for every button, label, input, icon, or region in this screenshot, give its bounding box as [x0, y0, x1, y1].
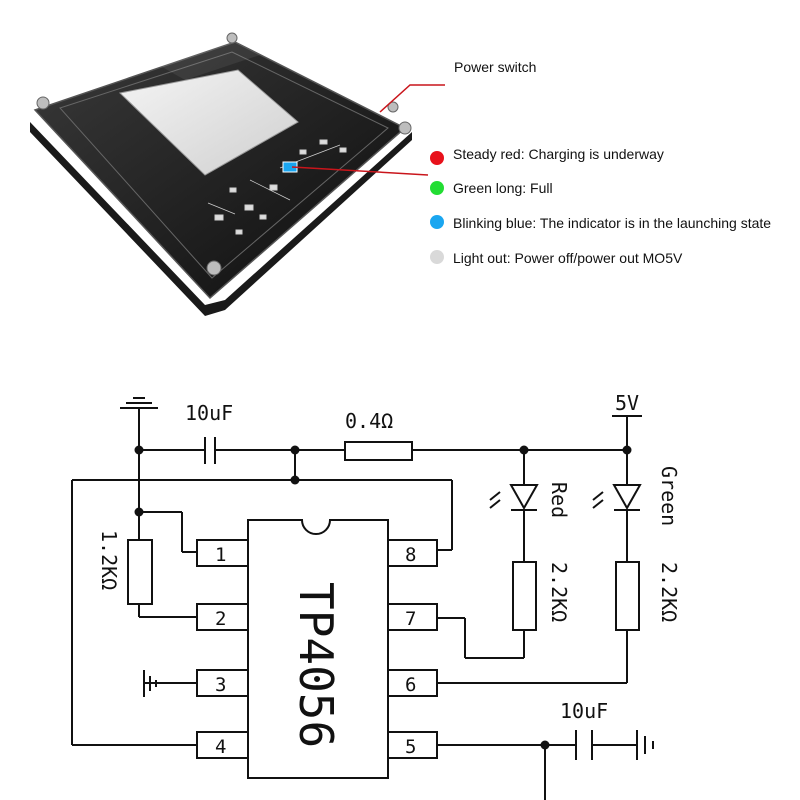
schematic: [71, 397, 654, 800]
ic-label: TP4056: [289, 582, 343, 748]
ic-body: [247, 519, 389, 779]
legend-swatch: [430, 250, 444, 264]
res-prog-label: 1.2KΩ: [97, 530, 121, 590]
pcb-components: [207, 139, 347, 235]
led-red-symbol: [489, 484, 539, 511]
legend-label: Steady red: Charging is underway: [453, 146, 664, 162]
legend-swatch: [430, 181, 444, 195]
capacitor-top: [204, 437, 216, 464]
device-photo: [30, 32, 412, 316]
led-green-label: Green: [657, 466, 681, 526]
capacitor-bottom: [575, 730, 593, 760]
pin-number: 6: [405, 674, 416, 696]
resistor-red: [512, 561, 537, 631]
resistor-green: [615, 561, 640, 631]
screws: [36, 32, 412, 276]
legend-swatch: [430, 151, 444, 165]
indicator-leader: [291, 166, 429, 176]
device-top-plate: [59, 51, 389, 279]
legend-label: Green long: Full: [453, 180, 553, 196]
indicator-legend: Steady red: Charging is underway Green l…: [430, 146, 771, 266]
ground-symbol-pin3: [143, 670, 197, 697]
pin-number: 4: [215, 736, 226, 758]
pin-number: 5: [405, 736, 416, 758]
led-red-label: Red: [547, 482, 571, 518]
pin-number: 8: [405, 544, 416, 566]
resistor-prog: [127, 539, 153, 605]
glare: [150, 42, 260, 80]
pin-number: 3: [215, 674, 226, 696]
junctions: [134, 445, 632, 750]
res-green-label: 2.2KΩ: [657, 562, 681, 622]
power-switch-label: Power switch: [454, 59, 536, 75]
resistor-sense: [344, 441, 413, 461]
pin-number: 1: [215, 544, 226, 566]
res-sense-label: 0.4Ω: [345, 409, 393, 433]
pin-boxes: [196, 539, 438, 759]
legend-swatch: [430, 215, 444, 229]
cap-bottom-label: 10uF: [560, 699, 608, 723]
supply-label: 5V: [615, 391, 639, 415]
res-red-label: 2.2KΩ: [547, 562, 571, 622]
ground-symbol-bottom: [636, 730, 654, 760]
device-screen: [118, 69, 299, 176]
schematic-labels: 10uF 0.4Ω 5V 10uF 1.2KΩ Red 2.2KΩ Green …: [97, 391, 681, 758]
legend-label: Blinking blue: The indicator is in the l…: [453, 215, 771, 231]
cap-top-label: 10uF: [185, 401, 233, 425]
power-switch-leader: [379, 84, 445, 113]
legend-label: Light out: Power off/power out MO5V: [453, 250, 683, 266]
ground-symbol-top: [120, 397, 158, 450]
pin-number: 2: [215, 608, 226, 630]
pin-number: 7: [405, 608, 416, 630]
led-green-symbol: [592, 484, 642, 511]
